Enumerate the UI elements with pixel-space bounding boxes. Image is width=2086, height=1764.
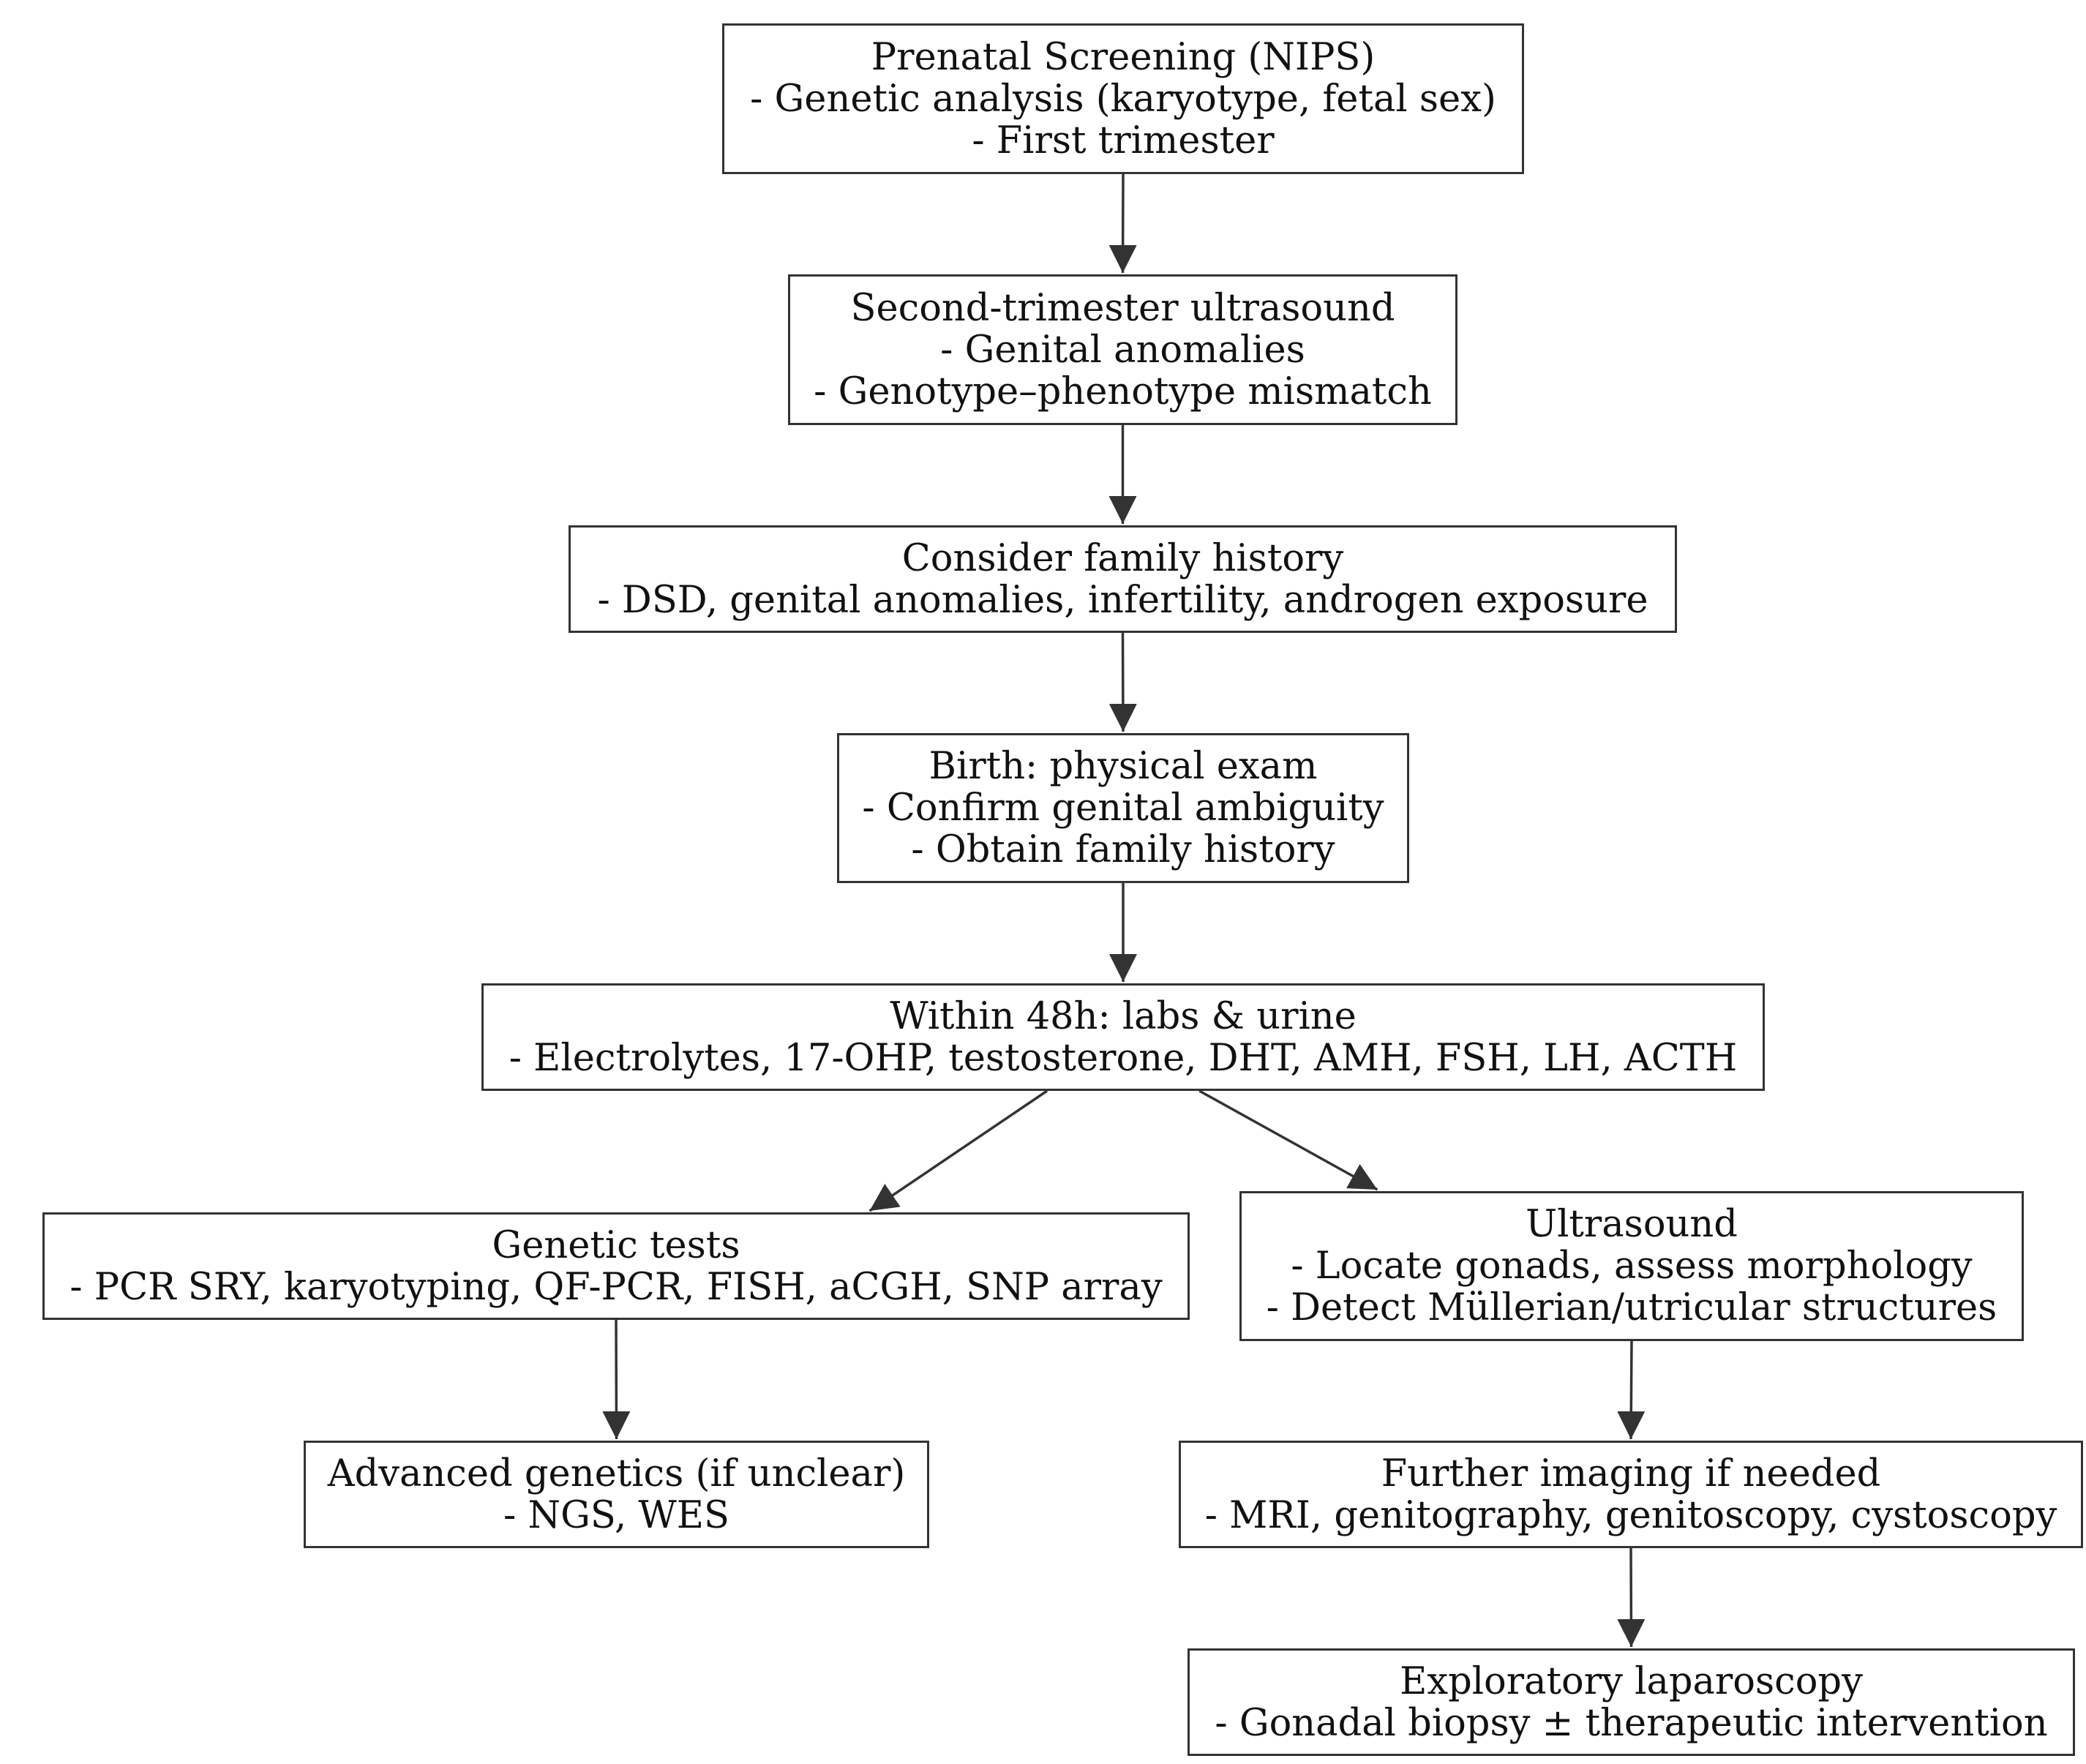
node-line: - Detect Müllerian/utricular structures — [1266, 1286, 1997, 1329]
node-genetic-tests: Genetic tests - PCR SRY, karyotyping, QF… — [42, 1212, 1190, 1320]
edge-family-to-birth — [1108, 632, 1137, 732]
node-line: - First trimester — [972, 119, 1275, 162]
node-line: - MRI, genitography, genitoscopy, cystos… — [1204, 1493, 2057, 1537]
node-exploratory-laparoscopy: Exploratory laparoscopy - Gonadal biopsy… — [1188, 1648, 2075, 1756]
node-line: Within 48h: labs & urine — [890, 994, 1357, 1038]
node-labs-urine: Within 48h: labs & urine - Electrolytes,… — [481, 983, 1765, 1091]
node-line: Further imaging if needed — [1381, 1452, 1881, 1495]
node-advanced-genetics: Advanced genetics (if unclear) - NGS, WE… — [304, 1441, 929, 1548]
node-line: - Obtain family history — [911, 828, 1335, 871]
edge-nips-to-us2 — [1108, 173, 1137, 274]
node-line: Genetic tests — [492, 1223, 740, 1267]
node-line: - Confirm genital ambiguity — [862, 787, 1384, 830]
node-second-trimester-ultrasound: Second-trimester ultrasound - Genital an… — [788, 274, 1457, 425]
edge-ultrasound-to-imaging — [1617, 1340, 1646, 1440]
node-line: Second-trimester ultrasound — [850, 286, 1395, 330]
node-line: Consider family history — [901, 536, 1344, 580]
node-line: Advanced genetics (if unclear) — [327, 1452, 906, 1495]
node-ultrasound: Ultrasound - Locate gonads, assess morph… — [1239, 1191, 2024, 1341]
node-line: Birth: physical exam — [928, 745, 1318, 788]
node-birth-exam: Birth: physical exam - Confirm genital a… — [837, 733, 1409, 883]
node-line: - Gonadal biopsy ± therapeutic intervent… — [1215, 1701, 2048, 1745]
node-line: Prenatal Screening (NIPS) — [871, 35, 1376, 79]
edge-genetic-to-advanced — [602, 1319, 631, 1440]
node-line: - DSD, genital anomalies, infertility, a… — [597, 578, 1648, 622]
node-line: - PCR SRY, karyotyping, QF-PCR, FISH, aC… — [70, 1265, 1163, 1309]
node-line: - NGS, WES — [503, 1493, 729, 1537]
node-family-history: Consider family history - DSD, genital a… — [569, 525, 1677, 633]
edge-imaging-to-laparoscopy — [1617, 1547, 1646, 1648]
node-line: Ultrasound — [1526, 1203, 1738, 1246]
node-line: - Genital anomalies — [940, 328, 1305, 372]
node-line: - Electrolytes, 17-OHP, testosterone, DH… — [509, 1036, 1738, 1080]
node-line: - Genetic analysis (karyotype, fetal sex… — [750, 77, 1496, 121]
node-prenatal-screening: Prenatal Screening (NIPS) - Genetic anal… — [722, 23, 1524, 174]
node-line: Exploratory laparoscopy — [1400, 1659, 1863, 1703]
node-line: - Genotype–phenotype mismatch — [814, 369, 1432, 413]
edge-labs-to-genetic — [868, 1089, 1048, 1212]
node-line: - Locate gonads, assess morphology — [1291, 1245, 1973, 1288]
edge-labs-to-ultrasound — [1198, 1089, 1378, 1191]
node-further-imaging: Further imaging if needed - MRI, genitog… — [1179, 1441, 2083, 1548]
